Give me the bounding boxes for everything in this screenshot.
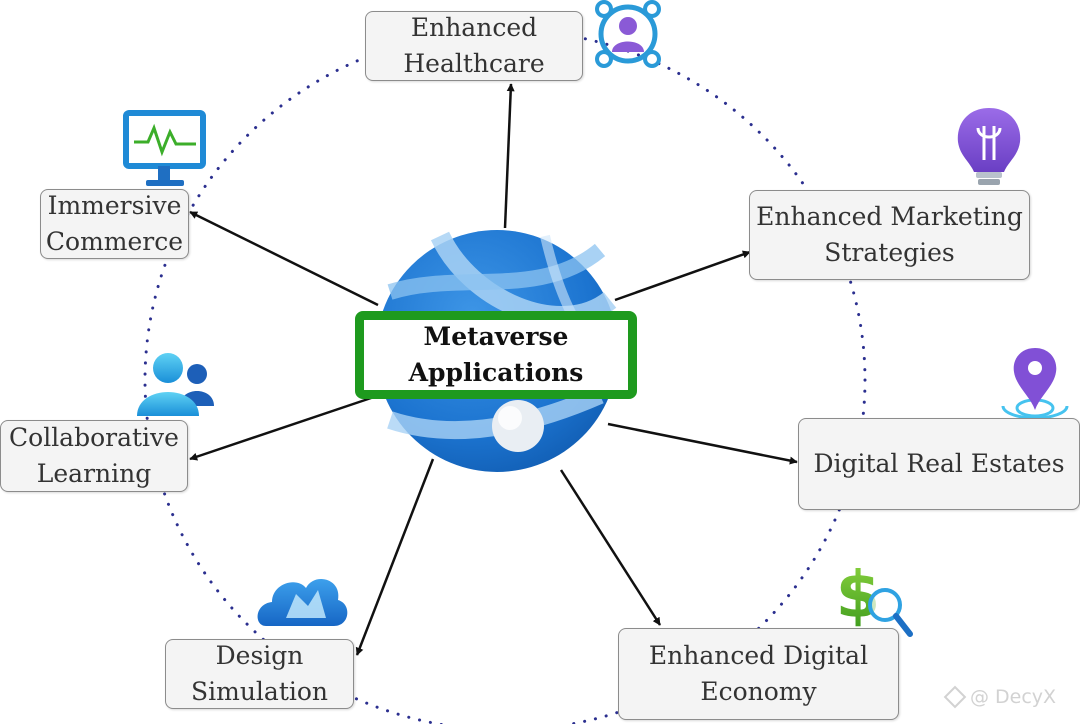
location-pin-icon	[1001, 348, 1069, 420]
arrow-to-marketing	[614, 250, 751, 302]
arrow-to-healthcare	[503, 83, 515, 229]
node-label: Design Simulation	[190, 641, 329, 706]
arrow-to-learning	[189, 395, 375, 461]
node-label: Digital Real Estates	[813, 449, 1065, 478]
lightbulb-icon	[957, 108, 1021, 185]
node-enhanced-marketing-strategies: Enhanced Marketing Strategies	[749, 190, 1030, 280]
node-enhanced-digital-economy: Enhanced Digital Economy	[618, 628, 899, 720]
watermark: @ DecyX	[948, 684, 1072, 710]
center-node-metaverse-applications: Metaverse Applications	[355, 311, 637, 399]
arrow-to-design	[355, 458, 435, 656]
arrow-to-economy	[559, 469, 662, 626]
orbit-ring	[143, 28, 867, 724]
arrow-to-real-estate	[607, 422, 798, 465]
users-icon	[137, 353, 214, 416]
node-label: Enhanced Healthcare	[403, 13, 545, 78]
monitor-pulse-icon	[123, 110, 206, 186]
node-design-simulation: Design Simulation	[165, 639, 354, 709]
node-label: Immersive Commerce	[45, 191, 184, 256]
node-label: Enhanced Marketing Strategies	[756, 202, 1023, 267]
node-enhanced-healthcare: Enhanced Healthcare	[365, 11, 583, 81]
watermark-text: @ DecyX	[970, 686, 1057, 708]
cloud-icon	[257, 578, 348, 626]
logo-mark-icon	[943, 685, 967, 709]
node-collaborative-learning: Collaborative Learning	[0, 420, 188, 492]
dollar-search-icon: $	[836, 559, 913, 637]
node-label: Collaborative Learning	[9, 423, 179, 488]
center-label: Metaverse Applications	[408, 322, 584, 387]
user-network-icon	[595, 0, 661, 68]
node-label: Enhanced Digital Economy	[648, 641, 869, 706]
node-digital-real-estates: Digital Real Estates	[798, 418, 1080, 510]
node-immersive-commerce: Immersive Commerce	[40, 189, 189, 259]
arrow-to-commerce	[189, 210, 379, 307]
